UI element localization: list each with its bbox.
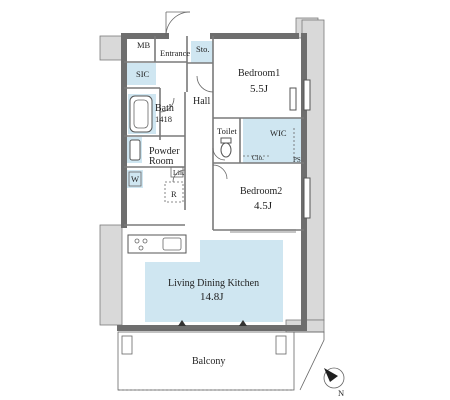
kitchen-sink xyxy=(162,237,182,251)
linen-shelf xyxy=(170,166,184,178)
toilet-bowl xyxy=(220,142,232,158)
window-marker-left xyxy=(178,320,186,326)
label-lin: Lin. xyxy=(173,169,185,177)
bedroom2-window xyxy=(303,177,311,219)
stove-burner-2 xyxy=(142,238,148,244)
bedroom1-door-swing xyxy=(196,75,214,93)
bathtub xyxy=(129,95,153,133)
compass: N xyxy=(323,367,345,398)
powder-door-swing xyxy=(172,169,186,183)
bath-door-swing xyxy=(159,97,175,113)
column-top-left xyxy=(99,35,125,61)
ldk-lower-area xyxy=(145,301,283,322)
left-structural-wall-lower xyxy=(99,224,123,326)
compass-label: N xyxy=(338,388,344,398)
label-ldk-area: 14.8J xyxy=(200,291,224,303)
ldk-right-area xyxy=(200,240,283,302)
balcony-unit-left xyxy=(121,335,133,355)
stove-burner-1 xyxy=(134,238,140,244)
label-mb: MB xyxy=(137,40,151,50)
washbasin xyxy=(129,139,141,161)
label-entrance: Entrance xyxy=(160,48,190,58)
toilet-door-swing xyxy=(212,147,226,161)
label-ldk: Living Dining Kitchen xyxy=(168,278,259,289)
label-bedroom2: Bedroom2 xyxy=(240,186,282,197)
compass-arrow xyxy=(324,368,338,382)
washer-area xyxy=(127,170,143,188)
entrance-door-swing xyxy=(165,11,191,37)
label-sto: Sto. xyxy=(196,44,209,54)
storage-area xyxy=(191,41,213,63)
label-wic: WIC xyxy=(270,128,287,138)
bedroom2-door-swing xyxy=(212,164,228,180)
label-sic: SIC xyxy=(136,69,150,79)
label-hall: Hall xyxy=(193,96,210,107)
stove-burner-3 xyxy=(138,245,144,251)
toilet-tank xyxy=(220,137,232,144)
label-powder: Powder xyxy=(149,146,180,157)
label-bath: Bath xyxy=(155,103,174,114)
balcony-angled-edge xyxy=(294,331,325,391)
ldk-left-area xyxy=(145,262,201,302)
compass-ring xyxy=(323,367,345,389)
label-bath-size: 1418 xyxy=(155,114,172,124)
label-balcony: Balcony xyxy=(192,356,225,367)
label-bedroom1-area: 5.5J xyxy=(250,83,269,95)
bedroom1-closet xyxy=(289,87,297,111)
label-bedroom1: Bedroom1 xyxy=(238,68,280,79)
bathtub-inner xyxy=(133,99,149,129)
label-r: R xyxy=(171,189,177,199)
wic-area xyxy=(243,118,307,163)
balcony-unit-right xyxy=(275,335,287,355)
label-ps: PS xyxy=(293,156,301,164)
fridge-space xyxy=(164,181,184,203)
label-clo: Clo. xyxy=(252,154,264,162)
washer-pan xyxy=(128,171,142,187)
label-w: W xyxy=(131,174,139,184)
label-toilet: Toilet xyxy=(217,126,237,136)
label-bedroom2-area: 4.5J xyxy=(254,200,273,212)
bedroom1-window xyxy=(303,79,311,111)
window-marker-right xyxy=(239,320,247,326)
label-room: Room xyxy=(149,156,174,167)
sic-area xyxy=(126,63,156,85)
kitchen-counter xyxy=(127,234,187,254)
